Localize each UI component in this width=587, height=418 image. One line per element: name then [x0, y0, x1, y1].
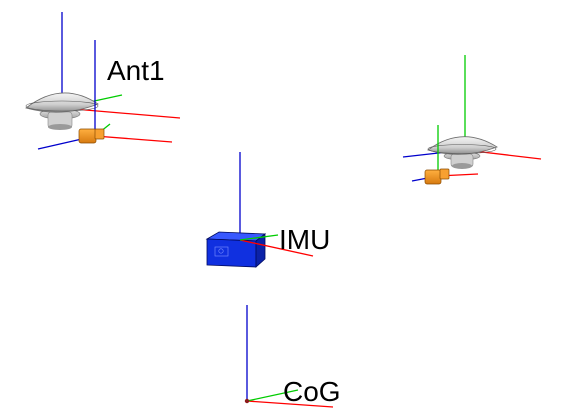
imu-y-axis — [239, 234, 279, 241]
sma-connector-icon — [424, 168, 450, 185]
gnss-antenna-icon — [427, 136, 498, 169]
cog-y-axis — [246, 389, 299, 402]
cog-group — [244, 305, 334, 408]
antenna-2-group — [402, 55, 542, 185]
cog-x-axis — [246, 400, 334, 408]
antenna-1-group — [25, 12, 181, 150]
cog-origin-point — [244, 398, 250, 404]
ant1-conn-x-axis — [94, 135, 173, 143]
imu-x-axis — [239, 239, 314, 257]
gnss-antenna-icon — [25, 92, 99, 130]
sma-connector-icon — [78, 128, 105, 144]
imu-group — [205, 152, 314, 268]
label-ant1: Ant1 — [107, 55, 165, 86]
label-imu: IMU — [279, 224, 331, 255]
label-cog: CoG — [283, 376, 341, 407]
ant1-x-axis — [61, 107, 181, 119]
